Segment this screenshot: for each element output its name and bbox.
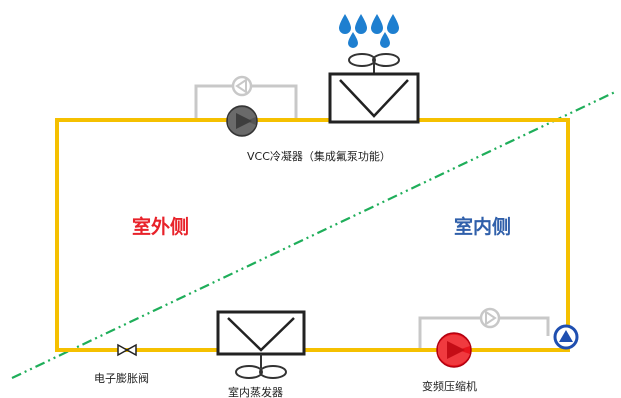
evaporator-label: 室内蒸发器 xyxy=(228,385,283,398)
outdoor-side-label: 室外侧 xyxy=(132,215,189,238)
evaporator-exchanger xyxy=(216,310,306,356)
water-drops-icon xyxy=(339,14,399,48)
flow-direction-icon xyxy=(553,324,579,350)
condenser-exchanger xyxy=(328,72,420,124)
condenser-bypass-check-valve-icon xyxy=(231,75,253,97)
compressor-bypass-check-valve-icon xyxy=(479,307,501,329)
fluor-pump-icon xyxy=(226,105,258,137)
compressor-label: 变频压缩机 xyxy=(422,379,477,393)
indoor-side-label: 室内侧 xyxy=(454,215,511,238)
evaporator-fan-icon xyxy=(235,354,287,379)
condenser-fan-icon xyxy=(348,53,400,74)
compressor-icon xyxy=(436,332,472,368)
indoor-outdoor-divider xyxy=(11,91,616,379)
condenser-label: VCC冷凝器（集成氟泵功能） xyxy=(247,149,391,163)
refrigerant-pipe-loop xyxy=(55,118,570,352)
expansion-valve-icon xyxy=(117,343,137,357)
expansion-valve-label: 电子膨胀阀 xyxy=(94,371,149,385)
